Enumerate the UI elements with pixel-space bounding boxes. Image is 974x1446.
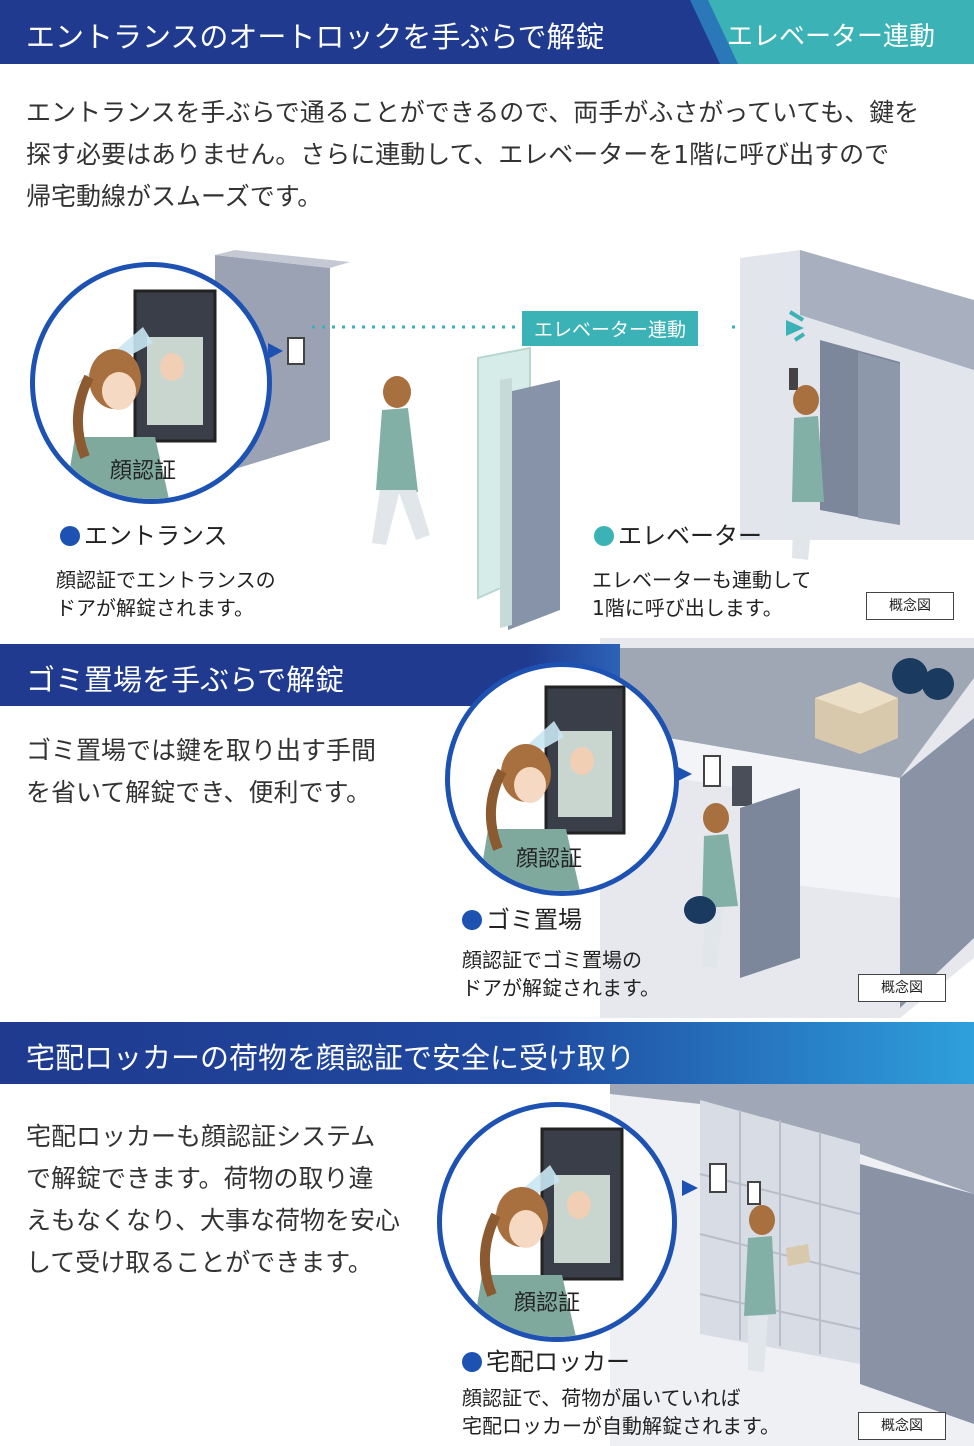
section2-body: ゴミ置場では鍵を取り出す手間 を省いて解錠でき、便利です。 [26,736,377,807]
entrance-circle-label: 顔認証 [110,459,177,484]
section3-banner: 宅配ロッカーの荷物を顔認証で安全に受け取り [0,1022,974,1084]
section2-title: ゴミ置場を手ぶらで解錠 [26,663,345,697]
elevator-desc: エレベーターも連動して 1階に呼び出します。 [592,568,812,620]
entrance-subtitle: エントランス [60,516,228,551]
section1-body: エントランスを手ぶらで通ることができるので、両手がふさがっていても、鍵を 探す必… [26,98,920,211]
locker-woman-figure [744,1205,810,1372]
face-scanner-illustration [472,1127,624,1337]
section1-badge: エレベーター連動 [727,22,936,52]
section1-title: エントランスのオートロックを手ぶらで解錠 [26,20,605,54]
garbage-desc: 顔認証でゴミ置場の ドアが解錠されます。 [462,948,660,1000]
locker-desc: 顔認証で、荷物が届いていれば 宅配ロッカーが自動解錠されます。 [462,1386,780,1438]
face-scanner-illustration [478,685,626,891]
bullet-dot [462,1352,482,1372]
banner-stripe [690,0,974,64]
section3-title: 宅配ロッカーの荷物を顔認証で安全に受け取り [26,1041,636,1075]
bullet-dot [594,526,614,546]
concept-label-1: 概念図 [866,592,954,620]
garbage-subtitle: ゴミ置場 [462,900,582,935]
bullet-dot [60,526,80,546]
bullet-dot [462,910,482,930]
garbage-circle-label: 顔認証 [516,847,583,872]
walking-woman-figure [372,376,430,545]
face-auth-circle-garbage: 顔認証 [445,662,679,896]
concept-label-3: 概念図 [858,1412,946,1440]
elevator-link-tag: エレベーター連動 [522,311,699,346]
section1-banner: エントランスのオートロックを手ぶらで解錠 エレベーター連動 [0,0,974,64]
entrance-desc: 顔認証でエントランスの ドアが解錠されます。 [56,568,276,620]
locker-circle-label: 顔認証 [514,1291,581,1316]
section3-body: 宅配ロッカーも顔認証システム で解錠できます。荷物の取り違 えもなくなり、大事な… [26,1122,401,1277]
elevator-woman-figure [792,385,824,560]
face-auth-circle-locker: 顔認証 [437,1102,677,1342]
entrance-illustration [215,250,974,630]
face-scanner-illustration [65,289,217,499]
locker-subtitle: 宅配ロッカー [462,1342,630,1377]
concept-label-2: 概念図 [858,974,946,1002]
garbage-woman-figure [684,803,738,968]
garbage-illustration [600,638,974,1018]
locker-illustration [610,1084,974,1446]
elevator-subtitle: エレベーター [594,516,762,551]
face-auth-circle-entrance: 顔認証 [30,262,272,504]
